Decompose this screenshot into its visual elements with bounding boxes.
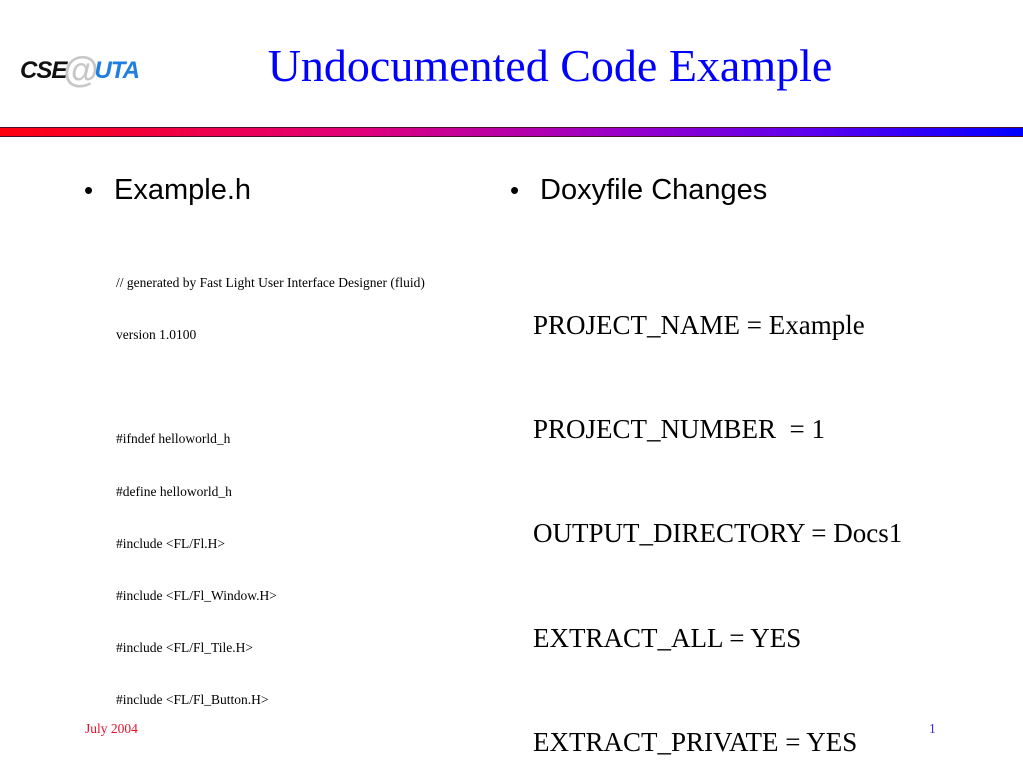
doxyfile-settings-list: PROJECT_NAME = Example PROJECT_NUMBER = … <box>533 238 1003 767</box>
doxyfile-setting: EXTRACT_PRIVATE = YES <box>533 727 858 758</box>
code-line: #include <FL/Fl_Window.H> <box>116 588 277 604</box>
code-line <box>116 378 496 395</box>
heading-label: Doxyfile Changes <box>540 174 768 206</box>
doxyfile-setting: OUTPUT_DIRECTORY = Docs1 <box>533 518 903 549</box>
bullet-heading-example-h: • Example.h <box>84 172 251 208</box>
code-line: #ifndef helloworld_h <box>116 431 231 447</box>
logo-at-icon: @ <box>63 49 98 90</box>
code-line: #include <FL/Fl_Button.H> <box>116 692 269 708</box>
bullet-icon: • <box>510 175 520 205</box>
logo-wordmark: CSE@UTA <box>20 52 140 88</box>
code-line: #include <FL/Fl.H> <box>116 535 225 551</box>
logo-uta-text: UTA <box>94 57 140 84</box>
gradient-divider <box>0 127 1023 137</box>
footer-page-number: 1 <box>929 721 936 736</box>
logo-cse-text: CSE <box>20 57 67 84</box>
footer-date: July 2004 <box>85 721 138 736</box>
code-line: #include <FL/Fl_Tile.H> <box>116 640 253 656</box>
bullet-icon: • <box>84 175 94 205</box>
doxyfile-setting: PROJECT_NAME = Example <box>533 309 865 340</box>
code-line: version 1.0100 <box>116 327 197 343</box>
code-line <box>116 744 496 761</box>
slide-title: Undocumented Code Example <box>267 40 833 91</box>
bullet-heading-doxyfile-changes: • Doxyfile Changes <box>510 172 767 208</box>
code-line: // generated by Fast Light User Interfac… <box>116 274 425 290</box>
heading-label: Example.h <box>114 174 252 206</box>
code-line: #define helloworld_h <box>116 483 232 499</box>
header-code-block: // generated by Fast Light User Interfac… <box>116 239 496 767</box>
doxyfile-setting: EXTRACT_ALL = YES <box>533 622 802 653</box>
cse-uta-logo: CSE@UTA <box>20 44 160 90</box>
doxyfile-setting: PROJECT_NUMBER = 1 <box>533 413 826 444</box>
